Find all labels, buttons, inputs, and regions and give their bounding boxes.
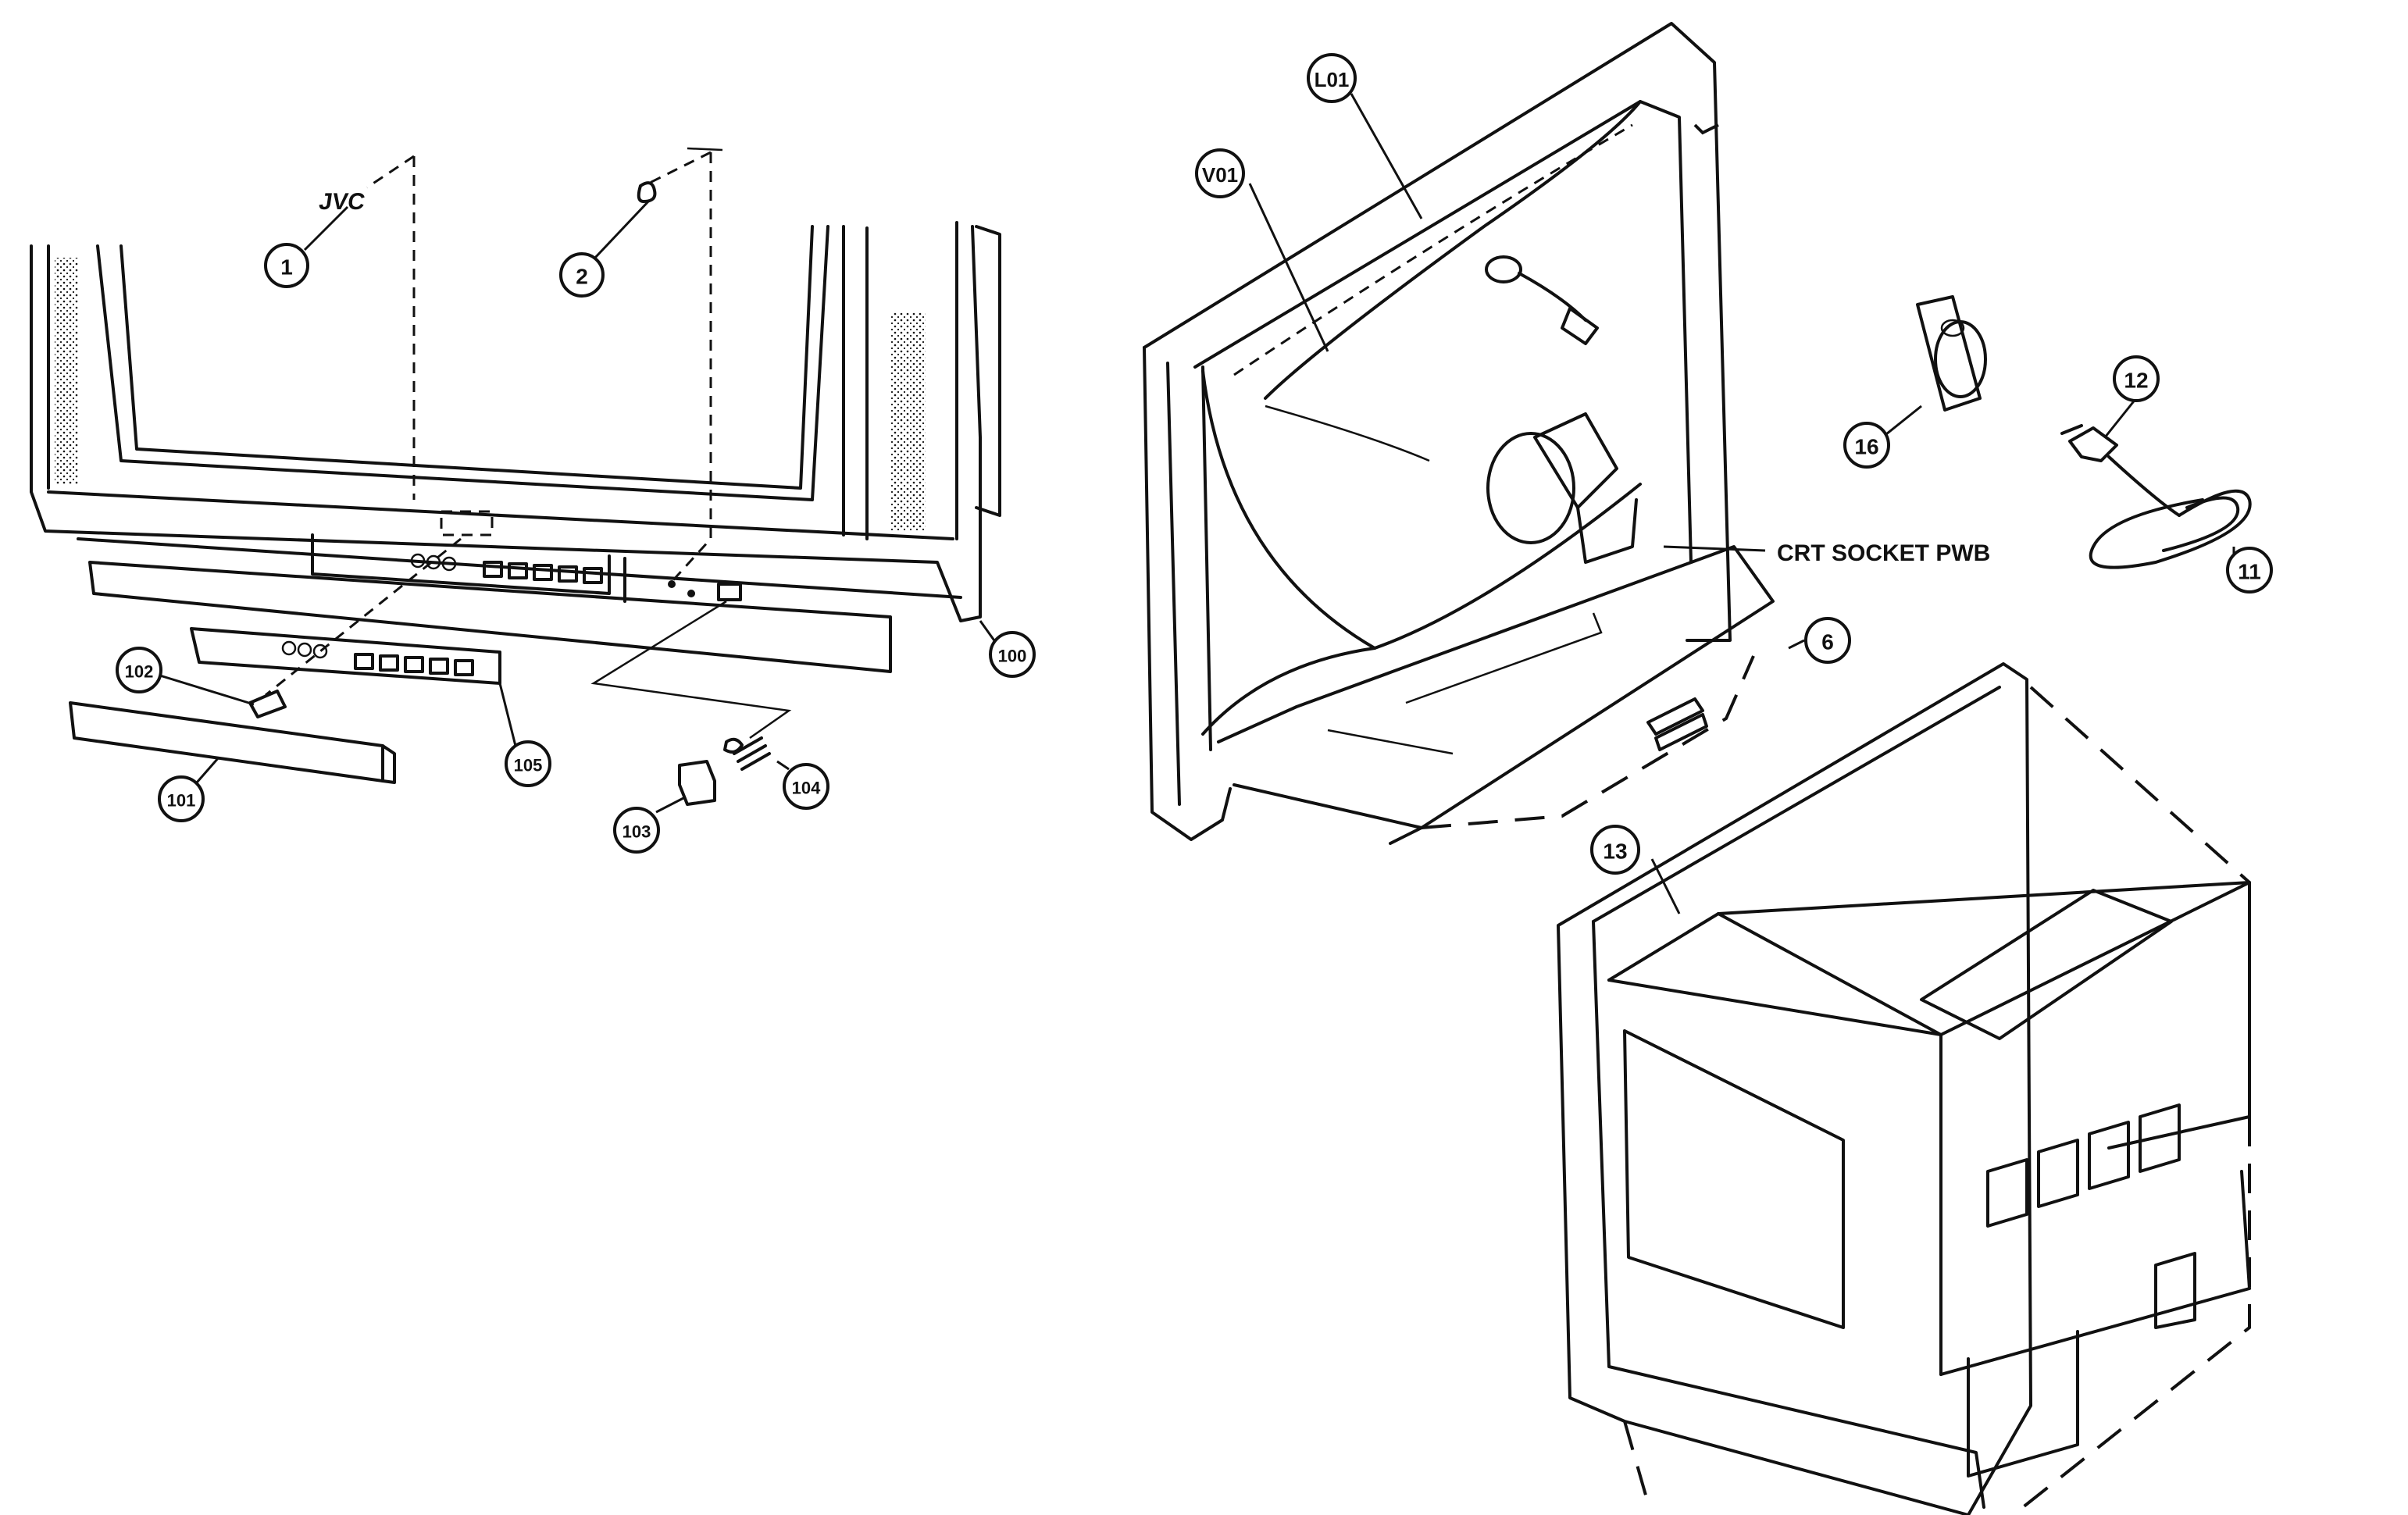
callout-1: 1 [264,243,309,288]
left-speaker-grille [55,258,78,484]
degauss-coil [1233,123,1633,376]
svg-text:L01: L01 [1315,68,1350,91]
power-knob-103 [678,760,716,806]
speaker-16 [1916,295,1987,412]
crt-front-cabinet [1143,22,1775,845]
callout-100: 100 [989,631,1036,678]
svg-text:11: 11 [2238,560,2261,584]
svg-text:13: 13 [1603,839,1627,864]
svg-text:104: 104 [792,779,821,798]
power-key-102 [248,690,287,718]
right-speaker-grille [890,312,926,531]
callout-102: 102 [116,647,162,693]
crt-socket-pwb-label: CRT SOCKET PWB [1777,540,1990,566]
leader-lines [152,93,2235,914]
front-control-buttons [410,553,742,601]
svg-text:1: 1 [280,255,293,280]
callout-V01: V01 [1195,148,1245,198]
front-door-panel-101 [69,701,384,782]
callout-101: 101 [158,775,205,822]
callout-L01: L01 [1307,53,1357,103]
callout-6: 6 [1804,617,1851,664]
callout-103: 103 [613,807,660,854]
svg-text:105: 105 [514,756,543,775]
svg-text:102: 102 [125,662,154,682]
svg-text:2: 2 [576,265,588,289]
svg-text:103: 103 [623,822,651,842]
tv-front-assembly: JVC [30,147,1001,806]
callout-105: 105 [505,740,551,787]
power-cord-11 [2060,424,2252,569]
callout-104: 104 [783,763,829,810]
svg-text:12: 12 [2124,369,2148,393]
callout-11: 11 [2226,547,2273,594]
svg-text:101: 101 [167,791,196,811]
jvc-logo-badge: JVC [317,189,366,215]
rear-cabinet-13 [1557,662,2251,1515]
svg-text:V01: V01 [1202,163,1238,187]
callout-12: 12 [2113,355,2160,402]
callout-13: 13 [1590,825,1640,875]
svg-text:16: 16 [1854,435,1878,459]
emblem-badge [637,181,657,203]
control-panel-board-105 [190,627,501,685]
callout-16: 16 [1843,422,1890,469]
svg-text:6: 6 [1821,630,1834,654]
svg-text:100: 100 [998,647,1027,666]
connector-6 [1646,697,1704,736]
callout-2: 2 [559,252,605,298]
